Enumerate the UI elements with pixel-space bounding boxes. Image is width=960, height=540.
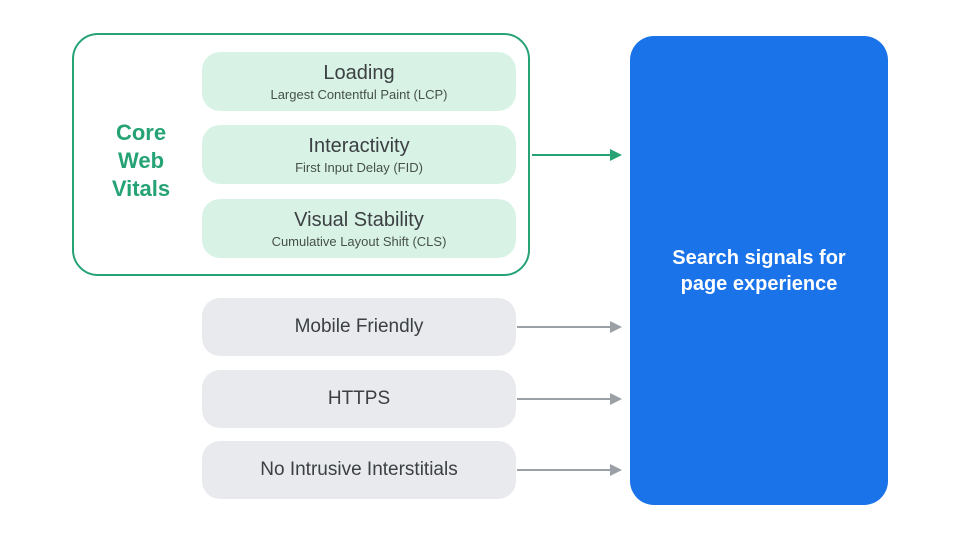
metric-card-interactivity: Interactivity First Input Delay (FID) xyxy=(202,125,516,184)
metric-card-loading: Loading Largest Contentful Paint (LCP) xyxy=(202,52,516,111)
core-web-vitals-group: Core Web Vitals Loading Largest Contentf… xyxy=(72,33,530,276)
signal-card-mobile-friendly: Mobile Friendly xyxy=(202,298,516,356)
arrow-shaft xyxy=(517,469,612,471)
metric-title: Interactivity xyxy=(308,134,410,157)
arrow-head xyxy=(610,321,622,333)
mobile-friendly-arrow-right-icon xyxy=(517,321,622,333)
arrow-head xyxy=(610,149,622,161)
metric-title: Visual Stability xyxy=(294,208,424,231)
arrow-shaft xyxy=(517,326,612,328)
https-arrow-right-icon xyxy=(517,393,622,405)
arrow-shaft xyxy=(517,398,612,400)
signal-label: HTTPS xyxy=(327,388,391,409)
signal-label: Mobile Friendly xyxy=(294,316,424,337)
search-signals-label: Search signals for page experience xyxy=(672,246,846,295)
metric-title: Loading xyxy=(323,61,395,84)
no-intrusive-interstitials-arrow-right-icon xyxy=(517,464,622,476)
signal-card-no-intrusive-interstitials: No Intrusive Interstitials xyxy=(202,441,516,499)
core-web-vitals-arrow-right-icon xyxy=(532,149,622,161)
arrow-head xyxy=(610,393,622,405)
metric-subtitle: Cumulative Layout Shift (CLS) xyxy=(271,233,447,249)
metric-card-visual-stability: Visual Stability Cumulative Layout Shift… xyxy=(202,199,516,258)
signal-card-https: HTTPS xyxy=(202,370,516,428)
metric-subtitle: Largest Contentful Paint (LCP) xyxy=(270,86,448,102)
signal-label: No Intrusive Interstitials xyxy=(260,459,458,480)
arrow-shaft xyxy=(532,154,612,156)
metric-subtitle: First Input Delay (FID) xyxy=(295,159,423,175)
core-web-vitals-label: Core Web Vitals xyxy=(111,120,171,201)
arrow-head xyxy=(610,464,622,476)
search-signals-result-box: Search signals for page experience xyxy=(630,36,888,505)
